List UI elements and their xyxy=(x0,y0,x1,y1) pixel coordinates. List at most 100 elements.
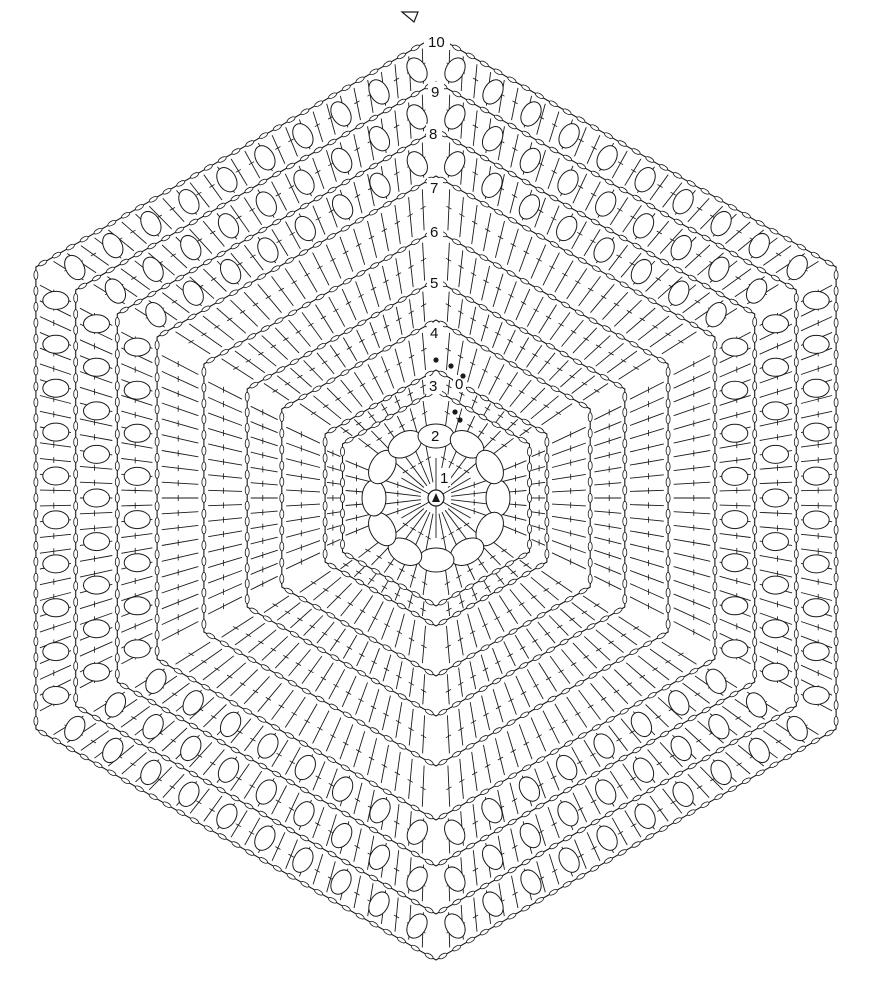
stitch-mark xyxy=(760,642,792,656)
stitch-mark xyxy=(584,636,610,660)
chain-stitch xyxy=(451,700,461,708)
chain-stitch xyxy=(532,654,542,662)
stitch-mark xyxy=(80,340,112,354)
chain-stitch xyxy=(215,691,225,699)
chain-stitch xyxy=(478,685,488,693)
chain-stitch xyxy=(713,453,717,462)
chain-stitch xyxy=(535,896,545,904)
stitch-mark xyxy=(674,567,711,578)
stitch-mark xyxy=(299,704,317,736)
chain-space xyxy=(84,315,110,333)
stitch-mark xyxy=(369,274,379,307)
chain-stitch xyxy=(202,478,206,487)
chain-stitch xyxy=(494,162,504,170)
chain-stitch xyxy=(505,560,515,568)
chain-stitch xyxy=(74,454,78,463)
chain-stitch xyxy=(465,742,475,750)
chain-stitch xyxy=(74,406,78,415)
stitch-mark xyxy=(308,323,313,326)
stitch-mark xyxy=(330,345,345,367)
chain-space xyxy=(403,816,432,848)
chain-stitch xyxy=(396,336,406,344)
chain-stitch xyxy=(465,246,475,254)
chain-stitch xyxy=(755,769,765,777)
stitch-mark xyxy=(162,403,199,416)
stitch-mark xyxy=(40,411,71,418)
chain-space xyxy=(403,148,432,180)
chain-stitch xyxy=(536,756,546,764)
stitch-mark xyxy=(539,305,557,334)
chain-stitch xyxy=(315,695,325,703)
stitch-mark xyxy=(468,614,477,648)
chain-stitch xyxy=(202,525,206,534)
chain-stitch xyxy=(74,342,78,351)
chain-stitch xyxy=(479,60,489,68)
chain-stitch xyxy=(216,786,226,794)
chain-stitch xyxy=(272,818,282,826)
stitch-mark xyxy=(630,459,664,465)
stitch-mark xyxy=(258,284,282,312)
chain-stitch xyxy=(550,240,560,248)
chain-stitch xyxy=(451,288,461,296)
stitch-mark xyxy=(230,670,257,696)
chain-stitch xyxy=(323,502,327,511)
stitch-mark xyxy=(697,207,702,210)
chain-space xyxy=(667,733,696,765)
stitch-mark xyxy=(347,347,352,350)
stitch-mark xyxy=(286,553,320,569)
chain-stitch xyxy=(623,564,627,573)
chain-stitch xyxy=(303,638,313,646)
chain-stitch xyxy=(155,598,159,607)
stitch-mark xyxy=(532,451,546,457)
chain-stitch xyxy=(175,714,185,722)
stitch-mark xyxy=(423,715,425,753)
chain-stitch xyxy=(623,501,627,510)
chain-stitch xyxy=(755,219,765,227)
stitch-mark xyxy=(508,419,518,429)
stitch-mark xyxy=(80,435,112,441)
stitch-mark xyxy=(550,312,570,340)
chain-stitch xyxy=(187,313,197,321)
stitch-mark xyxy=(674,512,711,514)
chain-stitch xyxy=(424,906,434,914)
chain-stitch xyxy=(230,242,240,250)
stitch-mark xyxy=(336,398,341,401)
chain-stitch xyxy=(155,357,159,366)
stitch-mark xyxy=(333,684,338,687)
chain-stitch xyxy=(243,281,253,289)
stitch-mark xyxy=(555,261,573,293)
chain-stitch xyxy=(272,218,282,226)
svg-text:0: 0 xyxy=(455,376,463,393)
chain-stitch xyxy=(577,826,587,834)
stitch-mark xyxy=(395,111,399,146)
chain-stitch xyxy=(155,614,159,623)
chain-stitch xyxy=(148,793,158,801)
chain-stitch xyxy=(452,184,462,192)
stitch-mark xyxy=(657,231,662,234)
stitch-mark xyxy=(546,677,551,680)
chain-space xyxy=(403,54,432,86)
chain-stitch xyxy=(115,462,119,471)
chain-stitch xyxy=(666,620,670,629)
chain-stitch xyxy=(369,114,379,122)
stitch-mark xyxy=(457,341,463,377)
chain-stitch xyxy=(646,786,656,794)
chain-stitch xyxy=(535,562,545,570)
stitch-mark xyxy=(162,539,199,545)
chain-stitch xyxy=(794,390,798,399)
chain-stitch xyxy=(604,132,614,140)
chain-stitch xyxy=(666,604,670,613)
stitch-mark xyxy=(571,330,576,333)
chain-space xyxy=(252,188,281,220)
chain-stitch xyxy=(619,281,629,289)
chain-stitch xyxy=(674,770,684,778)
stitch-mark xyxy=(317,622,334,643)
chain-stitch xyxy=(276,366,286,374)
chain-stitch xyxy=(521,178,531,186)
chain-stitch xyxy=(623,595,627,604)
chain-stitch xyxy=(327,756,337,764)
stitch-mark xyxy=(162,594,199,609)
chain-stitch xyxy=(643,348,653,356)
chain-stitch xyxy=(753,382,757,391)
stitch-mark xyxy=(211,716,216,719)
